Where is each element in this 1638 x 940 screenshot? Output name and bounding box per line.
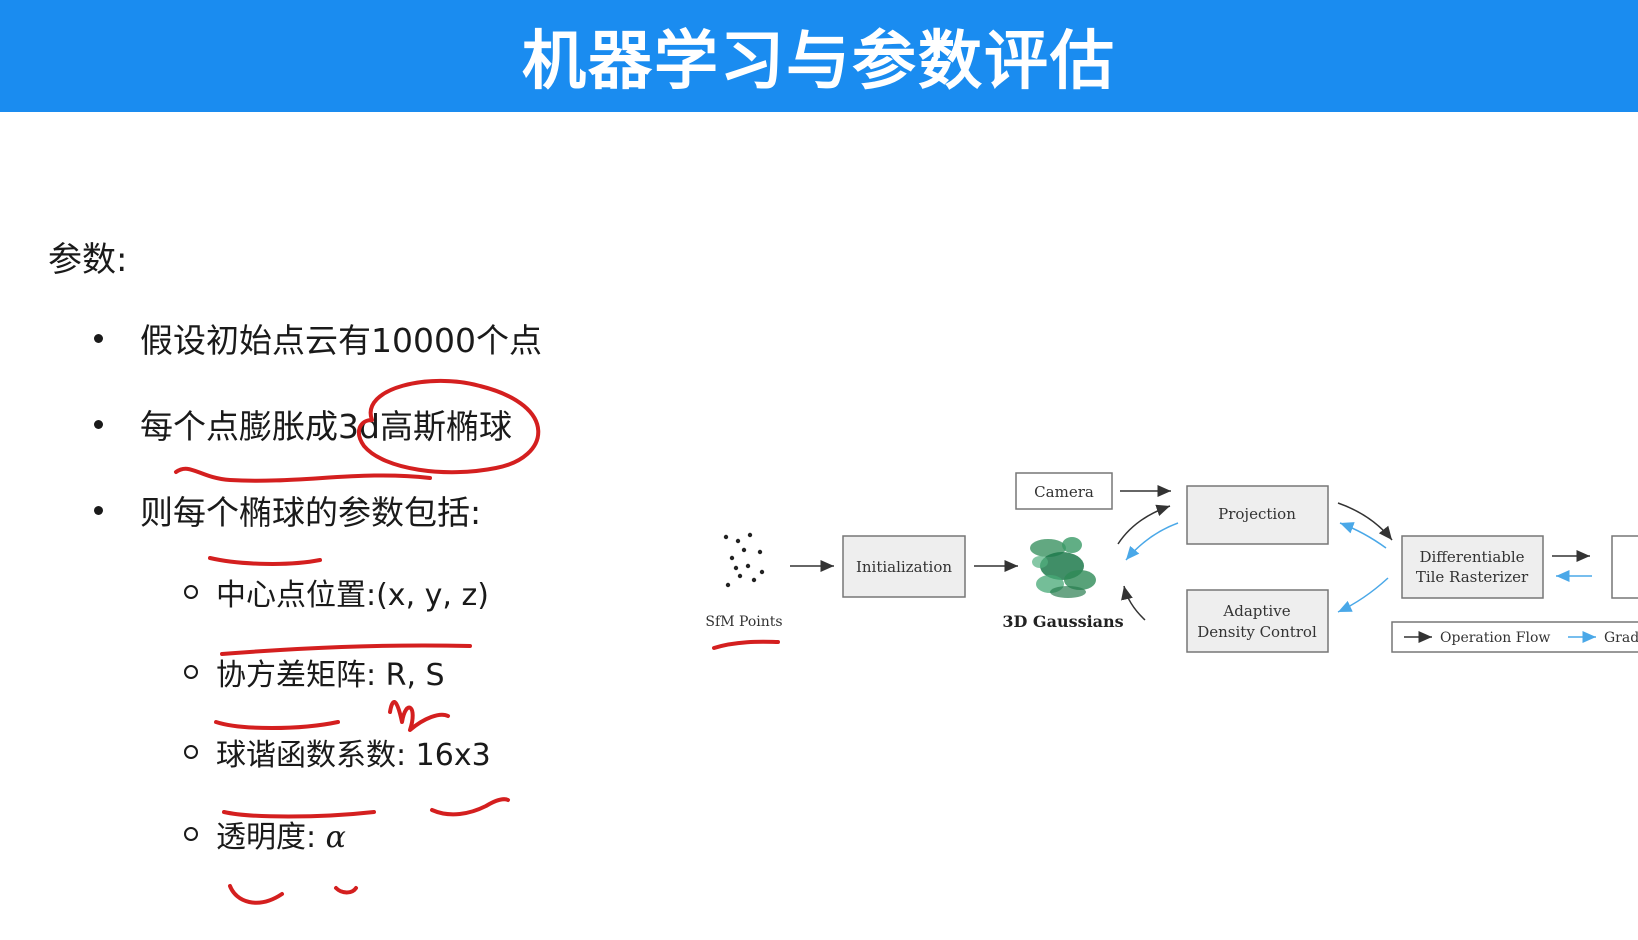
bullet-dot-icon (94, 420, 103, 429)
sub-item-text: 球谐函数系数: 16x3 (216, 738, 491, 773)
hollow-circle-icon (184, 585, 198, 599)
legend-box (1391, 621, 1638, 653)
bullet-text: 每个点膨胀成3d高斯椭球 (140, 407, 512, 446)
slide-title: 机器学习与参数评估 (522, 25, 1116, 99)
image-box-partial (1611, 535, 1638, 599)
initialization-box (842, 535, 966, 598)
adaptive-density-box (1186, 589, 1329, 653)
gaussians-label: 3D Gaussians (1002, 612, 1123, 631)
underline-mark-6 (430, 797, 510, 817)
underline-mark-2 (208, 556, 322, 566)
sfm-points-label: SfM Points (705, 614, 782, 630)
camera-label: Camera (1034, 483, 1094, 501)
hollow-circle-icon (184, 665, 198, 679)
handwritten-annotations (174, 378, 780, 905)
underline-mark-5 (222, 810, 376, 819)
sub-item-text: 中心点位置:(x, y, z) (216, 578, 489, 613)
hollow-circle-icon (184, 745, 198, 759)
params-heading: 参数: (48, 240, 128, 280)
scribble-mark (388, 700, 450, 732)
bullet-dot-icon (94, 506, 103, 515)
legend-operation-label: Operation Flow (1440, 630, 1550, 646)
title-bar: 机器学习与参数评估 (0, 0, 1638, 112)
underline-mark-9 (712, 639, 780, 650)
underline-mark-1 (174, 466, 432, 483)
underline-mark-8 (334, 886, 358, 895)
adaptive-label-line1: Adaptive (1222, 602, 1290, 620)
rasterizer-box (1401, 535, 1544, 599)
arrow-projection-to-rasterizer (1337, 502, 1393, 541)
sub-item-text: 透明度: α (216, 820, 346, 855)
bullet-text: 假设初始点云有10000个点 (140, 321, 542, 360)
gradient-arrow-rasterizer-to-adaptive (1337, 577, 1389, 613)
arrow-gaussians-to-projection (1117, 504, 1171, 545)
underline-mark-3 (220, 643, 472, 656)
initialization-label: Initialization (856, 558, 952, 576)
bullet-text: 则每个椭球的参数包括: (140, 493, 482, 532)
adaptive-label-line2: Density Control (1197, 623, 1317, 641)
projection-label: Projection (1218, 505, 1296, 523)
sub-item-text: 协方差矩阵: R, S (216, 658, 445, 693)
legend-gradient-label: Grad (1604, 630, 1638, 646)
rasterizer-label-line2: Tile Rasterizer (1416, 568, 1529, 586)
sfm-points-icon (723, 532, 765, 588)
rasterizer-label-line1: Differentiable (1419, 548, 1524, 566)
arrow-adaptive-to-gaussians (1121, 585, 1146, 621)
underline-mark-4 (214, 720, 340, 730)
bullet-dot-icon (94, 334, 103, 343)
camera-box (1015, 472, 1113, 510)
gradient-arrow-rasterizer-to-projection (1339, 522, 1387, 549)
gradient-arrow-projection-to-gaussians (1125, 522, 1179, 561)
projection-box (1186, 485, 1329, 545)
underline-mark-7 (228, 884, 284, 905)
alpha-symbol: α (325, 820, 346, 855)
gaussians-cluster-icon (1030, 537, 1096, 598)
hollow-circle-icon (184, 827, 198, 841)
circle-mark (356, 378, 541, 475)
